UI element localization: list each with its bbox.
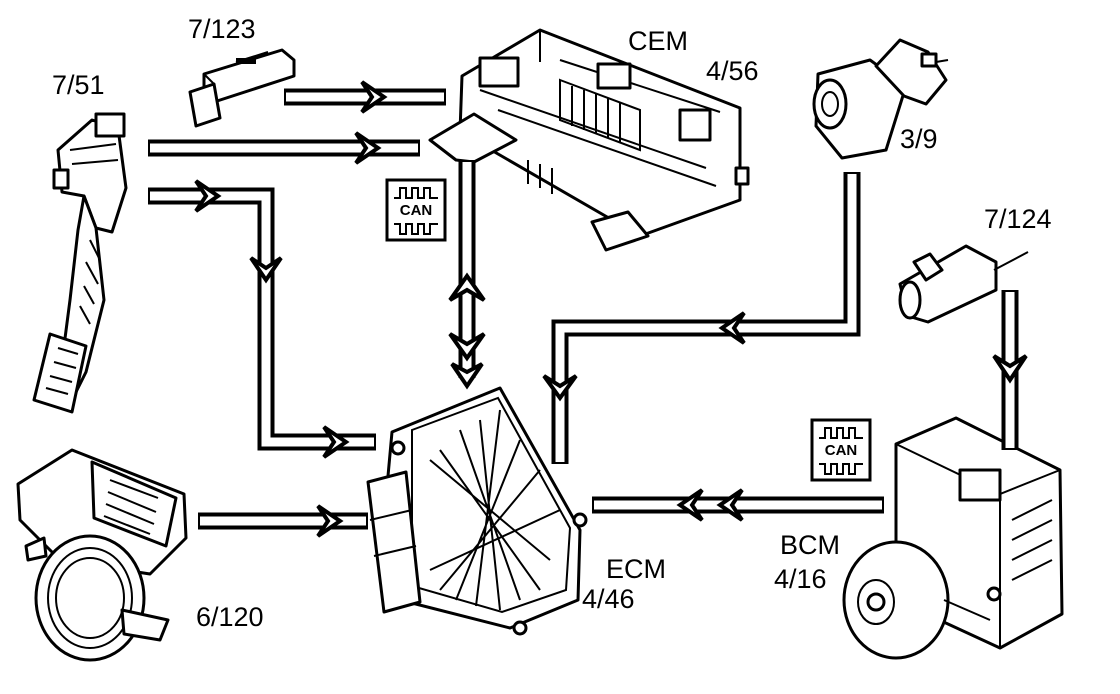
can-label: CAN: [825, 442, 858, 459]
arrow-3-9-to-ecm: [542, 172, 861, 464]
label-accelerator-pedal: 7/51: [52, 70, 105, 100]
arrow-7-123-to-cem: [284, 80, 446, 114]
can-badge-bcm-ecm: CAN: [810, 418, 872, 482]
ecm-module-icon: [366, 386, 588, 636]
bcm-module-icon: [842, 416, 1064, 660]
cem-module-icon: [428, 28, 750, 252]
arrow-7-51-to-ecm: [148, 179, 376, 459]
can-badge-cem-ecm: CAN: [385, 178, 447, 242]
sensor-7-124-icon: [898, 244, 1029, 324]
can-label: CAN: [400, 202, 433, 219]
label-sensor-7-123: 7/123: [188, 14, 256, 44]
accelerator-pedal-icon: [32, 112, 128, 414]
arrow-7-124-to-bcm: [992, 290, 1028, 450]
label-switch-3-9: 3/9: [900, 124, 938, 154]
label-cem-name: CEM: [628, 26, 688, 56]
arrow-cem-ecm-can-link: [448, 160, 486, 390]
label-bcm-code: 4/16: [774, 564, 827, 594]
throttle-body-icon: [16, 448, 188, 662]
arrow-bcm-to-ecm-can: [592, 488, 884, 522]
label-sensor-7-124: 7/124: [984, 204, 1052, 234]
label-cem-code: 4/56: [706, 56, 759, 86]
arrow-6-120-to-ecm: [198, 504, 368, 538]
arrow-7-51-to-cem: [148, 131, 420, 165]
sensor-7-123-icon: [188, 48, 296, 128]
label-ecm-name: ECM: [606, 554, 666, 584]
label-ecm-code: 4/46: [582, 584, 635, 614]
switch-3-9-icon: [812, 38, 949, 160]
label-throttle-body: 6/120: [196, 602, 264, 632]
label-bcm-name: BCM: [780, 530, 840, 560]
